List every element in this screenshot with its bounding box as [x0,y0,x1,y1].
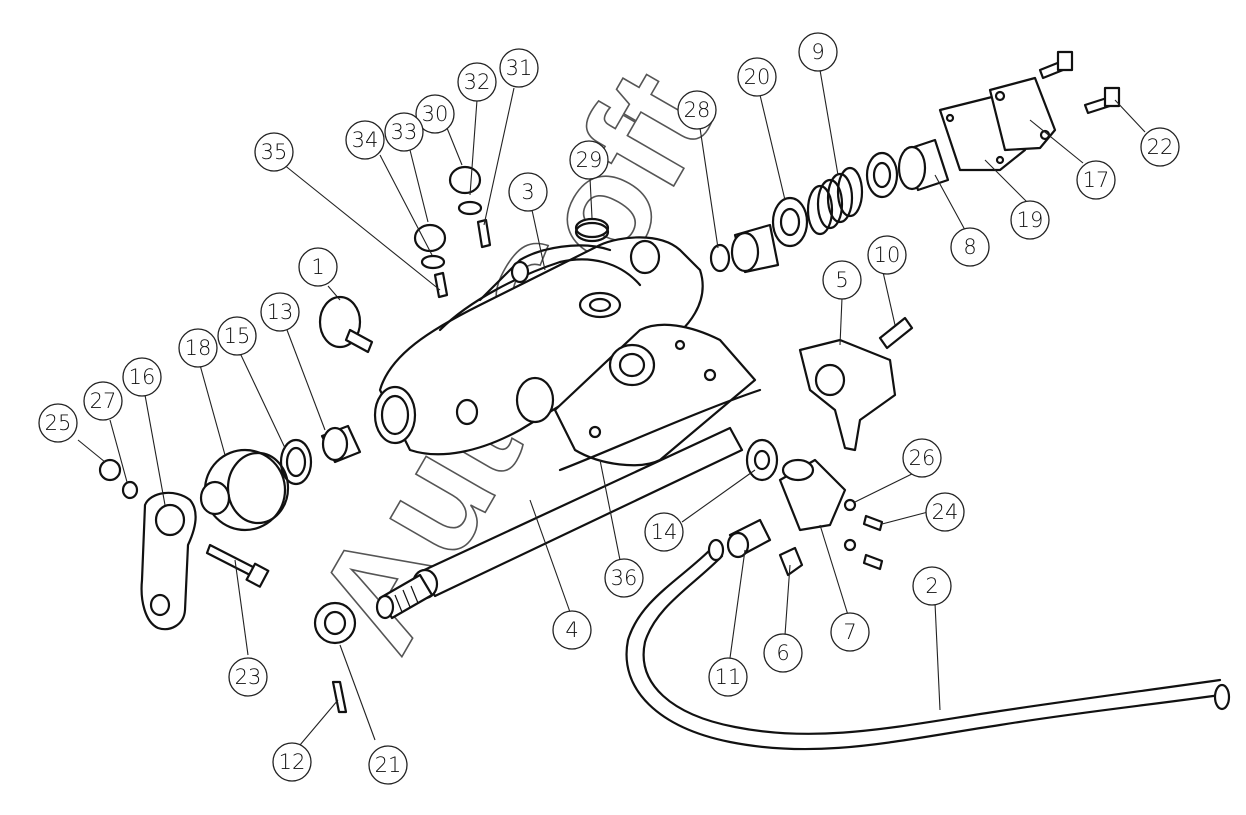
callout-32: 32 [457,62,497,102]
callout-9: 9 [798,32,838,72]
svg-text:34: 34 [352,128,379,152]
svg-text:27: 27 [90,389,117,413]
callout-26: 26 [902,438,942,478]
callout-11: 11 [708,657,748,697]
svg-text:30: 30 [422,102,449,126]
callout-19: 19 [1010,200,1050,240]
svg-text:18: 18 [185,336,212,360]
callout-34: 34 [345,120,385,160]
callout-14: 14 [644,512,684,552]
svg-text:22: 22 [1147,135,1174,159]
svg-text:17: 17 [1083,168,1110,192]
svg-text:4: 4 [565,618,578,642]
svg-text:33: 33 [391,120,418,144]
part-valve-33 [413,223,447,253]
svg-text:5: 5 [835,268,848,292]
svg-text:31: 31 [506,56,533,80]
callout-13: 13 [260,292,300,332]
part-lock-nut [313,601,357,645]
callout-23: 23 [228,657,268,697]
svg-text:9: 9 [811,40,824,64]
part-nut [98,458,122,482]
callout-7: 7 [830,612,870,652]
callout-1: 1 [298,247,338,287]
part-ring-29 [574,217,610,239]
svg-text:24: 24 [932,500,959,524]
svg-text:15: 15 [224,324,251,348]
callout-10: 10 [867,235,907,275]
callout-18: 18 [178,328,218,368]
callout-35: 35 [254,132,294,172]
svg-text:21: 21 [375,753,402,777]
callout-17: 17 [1076,160,1116,200]
callout-20: 20 [737,57,777,97]
part-hose [625,546,1222,751]
callout-28: 28 [677,90,717,130]
svg-text:16: 16 [129,365,156,389]
callout-33: 33 [384,112,424,152]
callout-12: 12 [272,742,312,782]
leader-lines [77,69,1146,746]
part-pin-10 [878,316,914,350]
part-gasket [558,388,762,472]
part-screw-24 [862,514,884,532]
svg-text:35: 35 [261,140,288,164]
callout-25: 25 [38,403,78,443]
svg-text:2: 2 [925,574,938,598]
part-screw-26 [843,498,857,512]
svg-text:36: 36 [611,566,638,590]
svg-text:6: 6 [776,641,789,665]
svg-text:23: 23 [235,665,262,689]
callout-5: 5 [822,260,862,300]
callout-22: 22 [1140,127,1180,167]
callout-31: 31 [499,48,539,88]
svg-text:1: 1 [311,255,324,279]
callout-29: 29 [569,140,609,180]
part-bolt-23 [205,543,257,578]
svg-text:3: 3 [521,180,534,204]
part-housing [378,236,704,456]
svg-text:20: 20 [744,65,771,89]
svg-text:25: 25 [45,411,72,435]
svg-text:13: 13 [267,300,294,324]
part-pin-12 [331,680,348,714]
svg-text:12: 12 [279,750,306,774]
callout-8: 8 [950,227,990,267]
callouts: 1 2 3 4 5 6 7 8 9 10 11 12 13 14 15 16 1… [38,32,1180,785]
callout-3: 3 [508,172,548,212]
svg-text:32: 32 [464,70,491,94]
part-flange-gasket [745,438,779,482]
svg-text:7: 7 [843,620,856,644]
callout-6: 6 [763,633,803,673]
callout-15: 15 [217,316,257,356]
svg-text:29: 29 [576,148,603,172]
svg-text:8: 8 [963,235,976,259]
callout-4: 4 [552,610,592,650]
callout-2: 2 [912,566,952,606]
part-ring [279,438,313,486]
callout-21: 21 [368,745,408,785]
svg-text:11: 11 [715,665,742,689]
callout-36: 36 [604,558,644,598]
svg-text:10: 10 [874,243,901,267]
part-bearing [771,196,809,248]
callout-30: 30 [415,94,455,134]
part-washer [121,480,139,500]
part-bleeder [778,546,804,577]
callout-16: 16 [122,357,162,397]
part-bracket [798,338,897,452]
svg-text:28: 28 [684,98,711,122]
svg-text:14: 14 [651,520,678,544]
part-valve-30 [448,165,482,195]
part-spring [806,166,864,236]
svg-text:19: 19 [1017,208,1044,232]
part-o-ring-28 [709,243,731,273]
svg-text:26: 26 [909,446,936,470]
callout-24: 24 [925,492,965,532]
callout-27: 27 [83,381,123,421]
parts-layer [98,50,1231,751]
